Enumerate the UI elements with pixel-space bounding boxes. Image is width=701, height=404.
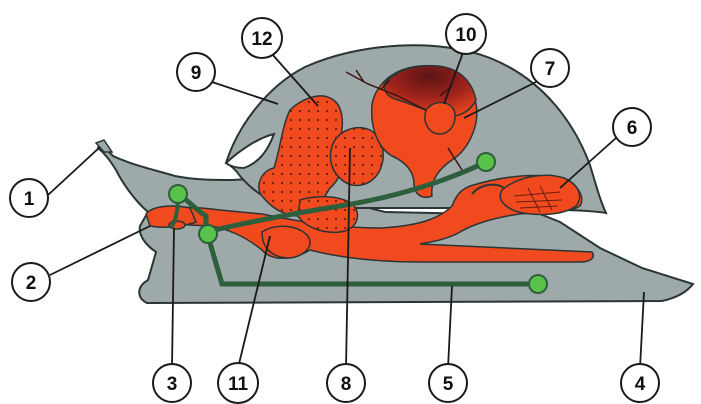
cerebral-ganglion bbox=[169, 185, 187, 203]
foot-ganglion bbox=[529, 275, 547, 293]
callout-3: 3 bbox=[153, 364, 191, 402]
callout-11: 11 bbox=[218, 363, 258, 403]
pedal-ganglion bbox=[199, 225, 217, 243]
callout-2-text: 2 bbox=[26, 273, 37, 294]
callout-12: 12 bbox=[242, 18, 282, 58]
callout-7: 7 bbox=[531, 49, 569, 87]
callout-12-text: 12 bbox=[251, 29, 272, 50]
callout-9: 9 bbox=[177, 53, 215, 91]
pericardium bbox=[425, 103, 455, 135]
tentacle bbox=[96, 140, 112, 152]
callout-10: 10 bbox=[446, 14, 486, 54]
callout-9-text: 9 bbox=[191, 63, 202, 84]
callout-4: 4 bbox=[621, 364, 659, 402]
callout-1-text: 1 bbox=[24, 189, 35, 210]
callout-8-text: 8 bbox=[341, 374, 352, 395]
callout-6-text: 6 bbox=[627, 118, 638, 139]
callout-5-text: 5 bbox=[443, 374, 454, 395]
visceral-ganglion bbox=[477, 153, 495, 171]
callout-1: 1 bbox=[10, 179, 48, 217]
callout-5: 5 bbox=[429, 364, 467, 402]
callout-6: 6 bbox=[613, 108, 651, 146]
callout-11-text: 11 bbox=[228, 374, 249, 395]
callout-2: 2 bbox=[12, 263, 50, 301]
callout-10-text: 10 bbox=[455, 25, 476, 46]
callout-7-text: 7 bbox=[545, 59, 556, 80]
callout-3-text: 3 bbox=[167, 374, 178, 395]
callout-8: 8 bbox=[327, 364, 365, 402]
callout-4-text: 4 bbox=[635, 374, 646, 395]
